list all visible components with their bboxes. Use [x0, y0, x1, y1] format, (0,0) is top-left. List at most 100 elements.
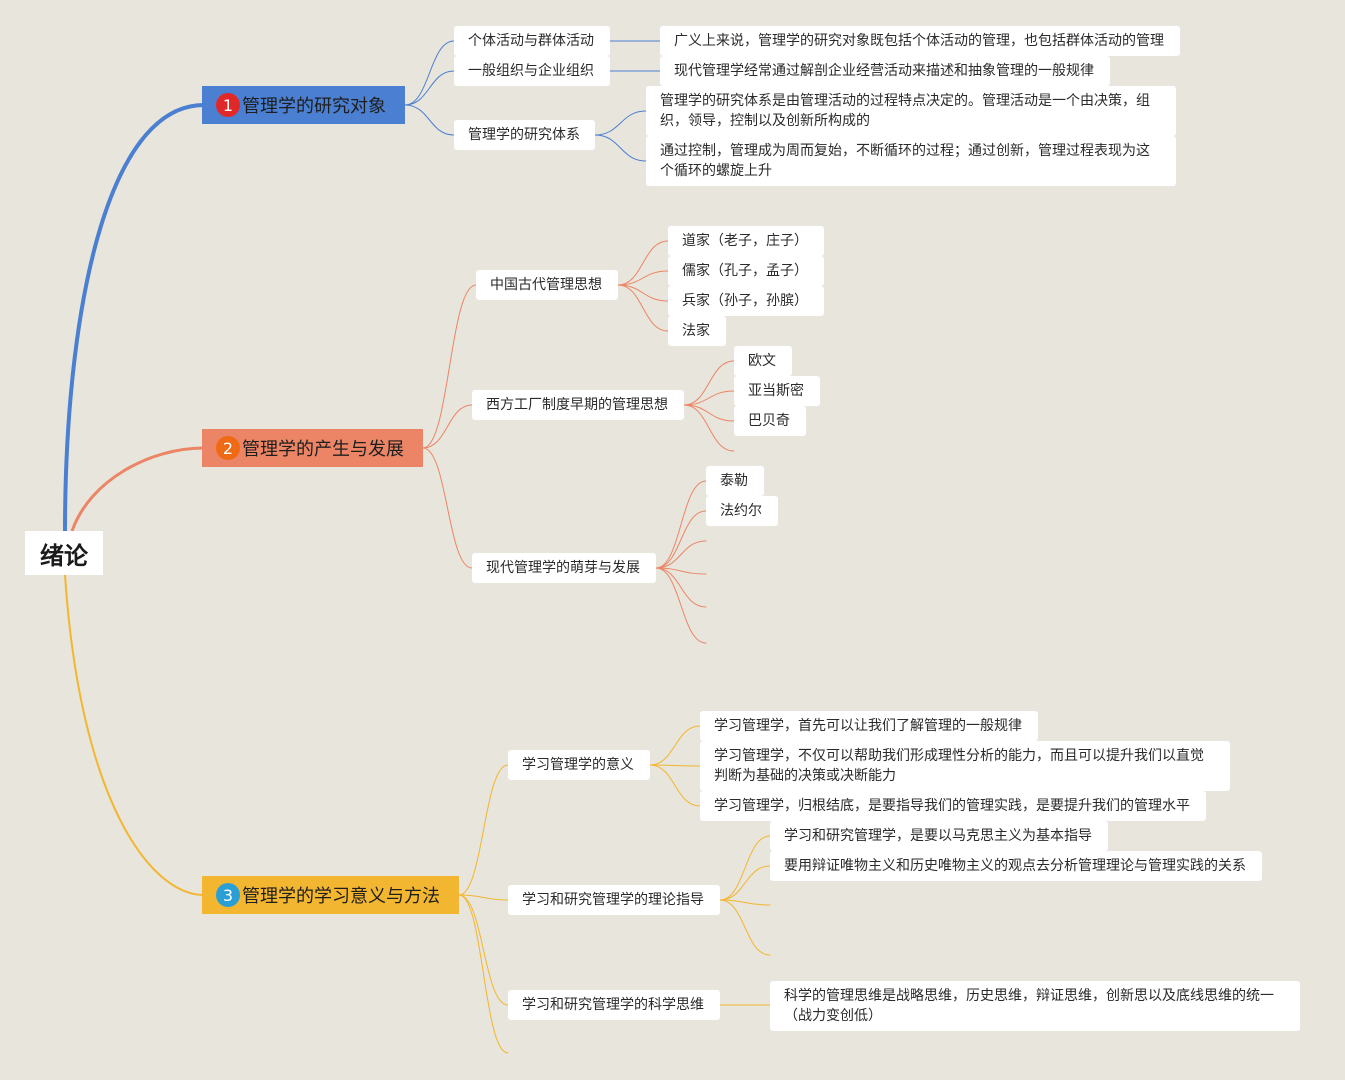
- link: [719, 899, 771, 906]
- link: [649, 764, 701, 767]
- link: [655, 540, 707, 569]
- sub-node-3-2[interactable]: 学习和研究管理学的理论指导: [508, 885, 720, 915]
- leaf-label: 泰勒: [720, 473, 748, 489]
- leaf-node-2-1-2[interactable]: 儒家（孔子，孟子）: [668, 256, 824, 286]
- link: [719, 899, 771, 956]
- sub-node-3-3[interactable]: 学习和研究管理学的科学思维: [508, 990, 720, 1020]
- leaf-node-1-3-1[interactable]: 管理学的研究体系是由管理活动的过程特点决定的。管理活动是一个由决策，组织，领导，…: [646, 86, 1176, 136]
- root-node[interactable]: 绪论: [25, 531, 103, 575]
- leaf-label: 科学的管理思维是战略思维，历史思维，辩证思维，创新思以及底线思维的统一（战力变创…: [784, 988, 1274, 1024]
- link: [683, 404, 735, 422]
- leaf-node-1-3-2[interactable]: 通过控制，管理成为周而复始，不断循环的过程；通过创新，管理过程表现为这个循环的螺…: [646, 136, 1176, 186]
- branch-label: 管理学的学习意义与方法: [242, 886, 440, 907]
- link: [458, 764, 509, 896]
- link: [594, 134, 647, 162]
- link: [649, 725, 701, 766]
- root-link-1: [63, 103, 206, 533]
- link: [719, 865, 771, 901]
- link: [617, 284, 669, 302]
- leaf-label: 法家: [682, 323, 710, 339]
- sub-label: 一般组织与企业组织: [468, 63, 594, 79]
- branch-3-node[interactable]: 3 管理学的学习意义与方法: [202, 876, 459, 914]
- leaf-label: 学习管理学，归根结底，是要指导我们的管理实践，是要提升我们的管理水平: [714, 798, 1190, 814]
- sub-label: 中国古代管理思想: [490, 277, 602, 293]
- leaf-node-2-2-3[interactable]: 巴贝奇: [734, 406, 806, 436]
- leaf-label: 通过控制，管理成为周而复始，不断循环的过程；通过创新，管理过程表现为这个循环的螺…: [660, 143, 1150, 179]
- sub-node-1-3[interactable]: 管理学的研究体系: [454, 120, 595, 150]
- leaf-node-2-3-2[interactable]: 法约尔: [706, 496, 778, 526]
- leaf-node-3-2-2[interactable]: 要用辩证唯物主义和历史唯物主义的观点去分析管理理论与管理实践的关系: [770, 851, 1262, 881]
- leaf-node-2-2-1[interactable]: 欧文: [734, 346, 792, 376]
- leaf-node-3-3-1[interactable]: 科学的管理思维是战略思维，历史思维，辩证思维，创新思以及底线思维的统一（战力变创…: [770, 981, 1300, 1031]
- sub-label: 个体活动与群体活动: [468, 33, 594, 49]
- leaf-label: 道家（老子，庄子）: [682, 233, 808, 249]
- leaf-label: 儒家（孔子，孟子）: [682, 263, 808, 279]
- link: [655, 480, 707, 569]
- root-link-2: [70, 446, 205, 532]
- leaf-node-1-1-1[interactable]: 广义上来说，管理学的研究对象既包括个体活动的管理，也包括群体活动的管理: [660, 26, 1180, 56]
- leaf-node-2-1-1[interactable]: 道家（老子，庄子）: [668, 226, 824, 256]
- number-badge-icon: 3: [216, 883, 240, 907]
- leaf-node-2-2-2[interactable]: 亚当斯密: [734, 376, 820, 406]
- leaf-label: 现代管理学经常通过解剖企业经营活动来描述和抽象管理的一般规律: [674, 63, 1094, 79]
- link: [404, 70, 455, 106]
- leaf-node-2-3-1[interactable]: 泰勒: [706, 466, 764, 496]
- link: [649, 764, 701, 807]
- leaf-node-3-1-2[interactable]: 学习管理学，不仅可以帮助我们形成理性分析的能力，而且可以提升我们以直觉判断为基础…: [700, 741, 1230, 791]
- sub-label: 现代管理学的萌芽与发展: [486, 560, 640, 576]
- leaf-label: 亚当斯密: [748, 383, 804, 399]
- link: [594, 110, 647, 136]
- branch-1-node[interactable]: 1 管理学的研究对象: [202, 86, 405, 124]
- leaf-label: 学习和研究管理学，是要以马克思主义为基本指导: [784, 828, 1092, 844]
- sub-label: 管理学的研究体系: [468, 127, 580, 143]
- root-link-3: [64, 574, 205, 896]
- root-label: 绪论: [40, 541, 88, 570]
- sub-node-1-1[interactable]: 个体活动与群体活动: [454, 26, 610, 56]
- sub-label: 学习管理学的意义: [522, 757, 634, 773]
- link: [404, 104, 455, 136]
- leaf-label: 管理学的研究体系是由管理活动的过程特点决定的。管理活动是一个由决策，组织，领导，…: [660, 93, 1150, 129]
- link: [617, 240, 669, 286]
- sub-label: 西方工厂制度早期的管理思想: [486, 397, 668, 413]
- leaf-label: 巴贝奇: [748, 413, 790, 429]
- link: [458, 894, 509, 901]
- link: [655, 567, 707, 608]
- leaf-label: 兵家（孙子，孙膑）: [682, 293, 808, 309]
- link: [683, 360, 735, 406]
- leaf-node-2-1-3[interactable]: 兵家（孙子，孙膑）: [668, 286, 824, 316]
- branch-label: 管理学的产生与发展: [242, 439, 404, 460]
- leaf-label: 欧文: [748, 353, 776, 369]
- number-badge-icon: 1: [216, 93, 240, 117]
- branch-label: 管理学的研究对象: [242, 96, 386, 117]
- sub-node-2-2[interactable]: 西方工厂制度早期的管理思想: [472, 390, 684, 420]
- link: [617, 270, 669, 286]
- number-badge-icon: 2: [216, 436, 240, 460]
- link: [655, 510, 707, 569]
- link: [655, 567, 707, 575]
- link: [422, 447, 473, 569]
- leaf-node-3-1-3[interactable]: 学习管理学，归根结底，是要指导我们的管理实践，是要提升我们的管理水平: [700, 791, 1206, 821]
- leaf-node-3-2-1[interactable]: 学习和研究管理学，是要以马克思主义为基本指导: [770, 821, 1108, 851]
- leaf-node-3-1-1[interactable]: 学习管理学，首先可以让我们了解管理的一般规律: [700, 711, 1038, 741]
- link: [719, 835, 771, 901]
- link: [404, 40, 455, 106]
- sub-node-2-1[interactable]: 中国古代管理思想: [476, 270, 618, 300]
- link: [617, 284, 669, 332]
- branch-2-node[interactable]: 2 管理学的产生与发展: [202, 429, 423, 467]
- link: [422, 404, 473, 449]
- leaf-label: 法约尔: [720, 503, 762, 519]
- sub-label: 学习和研究管理学的理论指导: [522, 892, 704, 908]
- leaf-node-2-1-4[interactable]: 法家: [668, 316, 726, 346]
- link: [458, 894, 509, 1054]
- leaf-label: 广义上来说，管理学的研究对象既包括个体活动的管理，也包括群体活动的管理: [674, 33, 1164, 49]
- link: [683, 404, 735, 452]
- sub-node-1-2[interactable]: 一般组织与企业组织: [454, 56, 610, 86]
- link: [655, 567, 707, 644]
- sub-node-2-3[interactable]: 现代管理学的萌芽与发展: [472, 553, 656, 583]
- leaf-node-1-2-1[interactable]: 现代管理学经常通过解剖企业经营活动来描述和抽象管理的一般规律: [660, 56, 1110, 86]
- sub-label: 学习和研究管理学的科学思维: [522, 997, 704, 1013]
- sub-node-3-1[interactable]: 学习管理学的意义: [508, 750, 650, 780]
- leaf-label: 学习管理学，首先可以让我们了解管理的一般规律: [714, 718, 1022, 734]
